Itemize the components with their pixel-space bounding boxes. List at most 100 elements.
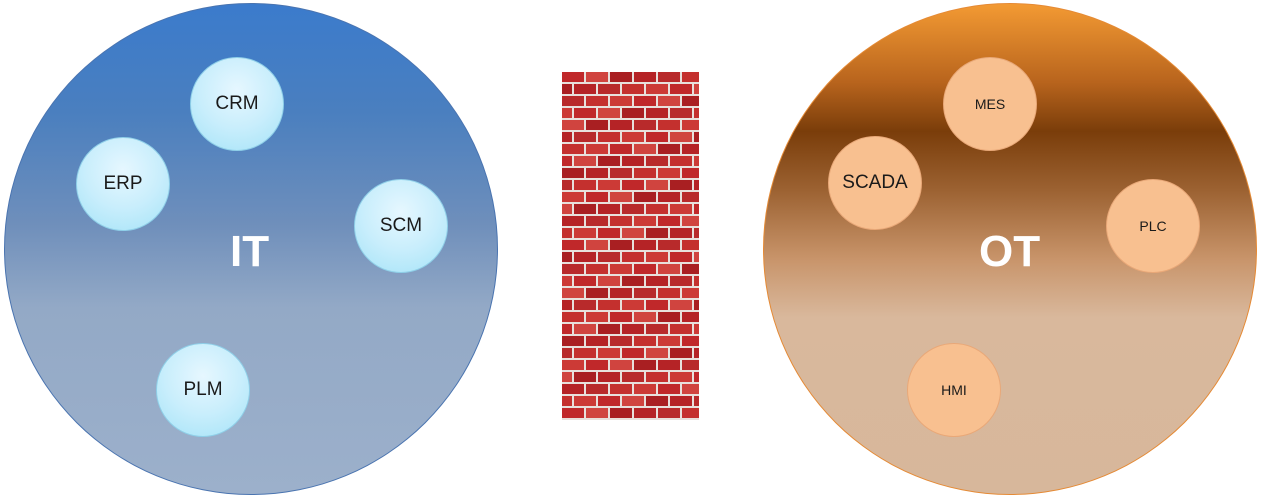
brick <box>646 180 668 190</box>
ot-node-mes: MES <box>943 57 1037 151</box>
ot-label: OT <box>979 227 1041 276</box>
brick <box>586 192 608 202</box>
it-node-crm: CRM <box>190 57 284 151</box>
brick <box>598 300 620 310</box>
brick <box>646 108 668 118</box>
brick <box>658 240 680 250</box>
brick <box>562 348 572 358</box>
brick <box>574 204 596 214</box>
brick <box>598 396 620 406</box>
brick <box>670 228 692 238</box>
brick <box>670 396 692 406</box>
brick <box>610 360 632 370</box>
brick <box>694 348 699 358</box>
brick <box>646 252 668 262</box>
brick <box>622 252 644 262</box>
brick <box>562 180 572 190</box>
brick <box>562 216 584 226</box>
brick <box>634 72 656 82</box>
brick <box>562 168 584 178</box>
brick <box>574 396 596 406</box>
brick <box>646 132 668 142</box>
brick <box>574 324 596 334</box>
brick <box>694 300 699 310</box>
brick <box>658 72 680 82</box>
brick <box>670 204 692 214</box>
brick <box>646 300 668 310</box>
it-node-plm: PLM <box>156 343 250 437</box>
brick <box>586 144 608 154</box>
brick <box>562 396 572 406</box>
brick <box>694 132 699 142</box>
brick <box>682 120 699 130</box>
brick <box>634 360 656 370</box>
brick <box>646 348 668 358</box>
brick <box>562 264 584 274</box>
brick <box>574 156 596 166</box>
brick <box>562 336 584 346</box>
brick <box>610 120 632 130</box>
brick <box>694 108 699 118</box>
brick <box>658 192 680 202</box>
brick <box>622 84 644 94</box>
brick <box>682 312 699 322</box>
brick <box>574 132 596 142</box>
brick <box>670 156 692 166</box>
brick <box>598 228 620 238</box>
brick <box>694 228 699 238</box>
brick <box>586 312 608 322</box>
brick <box>634 192 656 202</box>
brick <box>598 252 620 262</box>
brick <box>622 396 644 406</box>
brick <box>670 372 692 382</box>
brick <box>562 204 572 214</box>
brick <box>694 252 699 262</box>
brick <box>610 312 632 322</box>
brick <box>634 288 656 298</box>
it-node-scm: SCM <box>354 179 448 273</box>
brick <box>670 84 692 94</box>
brick <box>598 276 620 286</box>
brick <box>562 228 572 238</box>
brick <box>586 216 608 226</box>
brick <box>634 168 656 178</box>
brick <box>694 324 699 334</box>
brick <box>670 276 692 286</box>
brick <box>562 96 584 106</box>
brick <box>586 384 608 394</box>
brick <box>586 336 608 346</box>
brick <box>586 240 608 250</box>
brick <box>622 324 644 334</box>
brick <box>670 180 692 190</box>
brick <box>670 324 692 334</box>
brick <box>562 108 572 118</box>
brick <box>610 72 632 82</box>
brick <box>682 360 699 370</box>
brick <box>670 300 692 310</box>
brick <box>574 372 596 382</box>
brick <box>562 132 572 142</box>
brick <box>562 312 584 322</box>
brick <box>574 84 596 94</box>
brick <box>610 168 632 178</box>
brick <box>574 180 596 190</box>
brick <box>574 300 596 310</box>
brick <box>670 252 692 262</box>
brick <box>574 252 596 262</box>
brick <box>694 372 699 382</box>
brick-wall-icon <box>562 72 699 420</box>
brick <box>562 288 584 298</box>
brick <box>670 132 692 142</box>
brick <box>622 180 644 190</box>
it-label: IT <box>230 227 270 276</box>
brick <box>562 144 584 154</box>
brick <box>634 384 656 394</box>
brick <box>562 84 572 94</box>
brick <box>622 108 644 118</box>
brick <box>658 312 680 322</box>
brick <box>622 372 644 382</box>
brick <box>598 324 620 334</box>
brick <box>634 144 656 154</box>
brick <box>586 72 608 82</box>
brick <box>598 132 620 142</box>
